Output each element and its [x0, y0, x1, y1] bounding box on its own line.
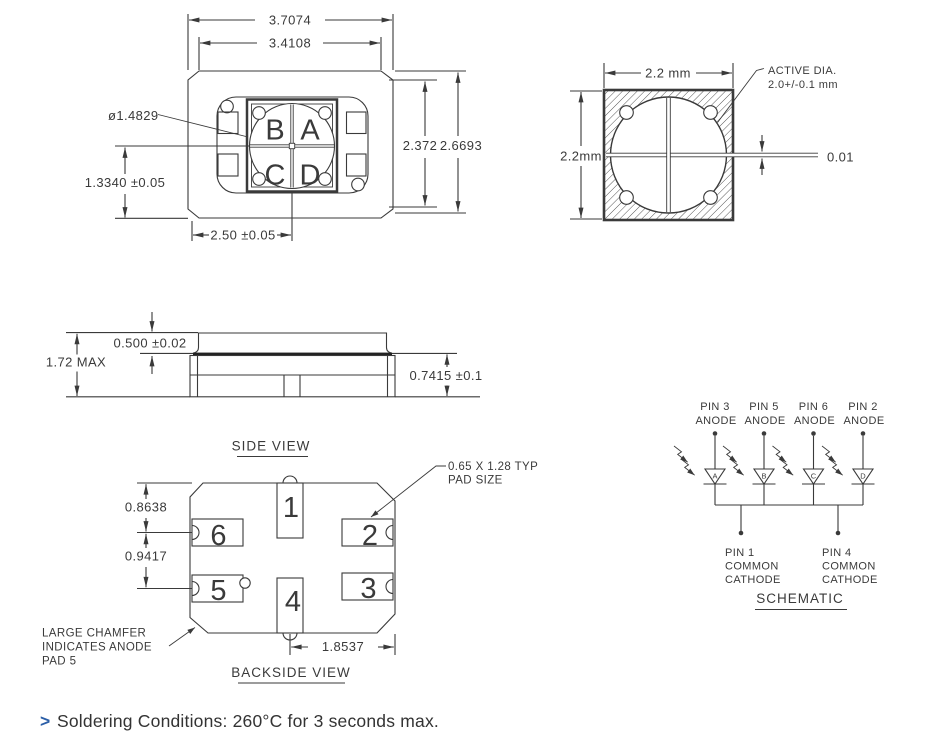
pad-5-anode-marker	[239, 577, 251, 589]
photodiode-d	[851, 468, 875, 485]
footer-bullet: >	[40, 711, 50, 731]
cathode-common-label: COMMON	[725, 561, 779, 573]
cross-center-mark	[288, 142, 296, 150]
backside-view-title: BACKSIDE VIEW	[231, 665, 351, 680]
quadrant-letter-d: D	[300, 160, 321, 192]
cathode-pin-label: PIN 4	[822, 547, 852, 559]
bond-pad-circle	[252, 106, 266, 120]
anode-pin-label: PIN 6	[799, 401, 829, 413]
anode-pin-label: PIN 3	[700, 401, 730, 413]
package-outline	[187, 70, 394, 219]
diode-letter: D	[860, 472, 866, 481]
top-view: 3.7074 3.4108 B A C D ø1.4829	[85, 13, 482, 243]
dim-top-pitch: 0.8638	[125, 500, 167, 515]
pad-4-number: 4	[285, 586, 301, 618]
photodiode-c	[802, 468, 825, 485]
quadrant-letter-b: B	[265, 115, 284, 147]
pad-6	[191, 518, 244, 547]
bond-pad-circle	[318, 172, 332, 186]
pad-2	[341, 518, 394, 547]
anode-label: ANODE	[794, 415, 835, 427]
backside-outline	[189, 482, 396, 634]
dim-center-width: 2.50 ±0.05	[210, 228, 275, 243]
pad-5	[191, 574, 244, 603]
dim-die-circle: ø1.4829	[108, 108, 159, 123]
active-area-view: 2.2 mm 2.2mm 0.01 ACTIVE DIA. 2.0+/-0.1 …	[560, 63, 854, 222]
cathode-pin-label: PIN 1	[725, 547, 755, 559]
backside-view: 1 6 2 5 3 4 0.8638 0.9417 1.8537 LARGE C…	[42, 461, 538, 684]
dim-center-height: 1.3340 ±0.05	[85, 175, 166, 190]
diode-letter: A	[712, 472, 717, 481]
diode-letter: C	[811, 472, 817, 481]
quadrant-letter-c: C	[265, 160, 286, 192]
dim-outer-width: 3.7074	[269, 13, 311, 28]
dim-outer-height: 2.6693	[440, 138, 482, 153]
pad-size-note-line1: 0.65 X 1.28 TYP	[448, 461, 538, 473]
anode-pin-label: PIN 2	[848, 401, 878, 413]
svg-text:> Soldering Conditions:: > Soldering Conditions: 260°C for 3 seco…	[40, 711, 439, 731]
cathode-label: CATHODE	[725, 574, 781, 586]
index-circle	[351, 177, 365, 192]
footer-note: > Soldering Conditions: 260°C for 3 seco…	[40, 711, 439, 731]
schematic: PIN 3 ANODE A PIN 5 ANODE B PIN 6 ANODE …	[674, 401, 884, 611]
quadrant-letter-a: A	[300, 115, 320, 147]
pad-3	[341, 572, 394, 601]
side-view: 0.500 ±0.02 1.72 MAX 0.7415 ±0.1 SIDE VI…	[46, 312, 483, 458]
index-circle	[220, 99, 234, 114]
anode-label: ANODE	[744, 415, 785, 427]
active-dia-callout-line2: 2.0+/-0.1 mm	[768, 79, 838, 91]
chamfer-note-line3: PAD 5	[42, 656, 76, 668]
pad-1-number: 1	[283, 492, 299, 524]
pad-size-note-line2: PAD SIZE	[448, 475, 503, 487]
dim-active-height: 2.2mm	[560, 149, 602, 164]
anode-pin-label: PIN 5	[749, 401, 779, 413]
dim-active-width: 2.2 mm	[645, 66, 691, 81]
dim-pad-span: 1.8537	[322, 639, 364, 654]
chamfer-note-line1: LARGE CHAMFER	[42, 628, 146, 640]
bond-pad-circle	[252, 172, 266, 186]
cathode-common-label: COMMON	[822, 561, 876, 573]
pad-1	[276, 482, 304, 539]
pad-3-number: 3	[360, 573, 376, 605]
pad-5-number: 5	[210, 575, 226, 607]
dim-gap: 0.01	[827, 150, 854, 165]
anode-label: ANODE	[843, 415, 884, 427]
pad-2-number: 2	[362, 520, 378, 552]
photodiode-a	[703, 468, 727, 485]
pad-6-number: 6	[210, 520, 226, 552]
body-profile	[189, 354, 396, 398]
photodiode-b	[752, 468, 776, 485]
dim-mid-pitch: 0.9417	[125, 549, 167, 564]
side-view-title: SIDE VIEW	[232, 439, 311, 454]
pad-4	[276, 577, 304, 634]
dim-inner-width: 3.4108	[269, 36, 311, 51]
anode-label: ANODE	[695, 415, 736, 427]
diode-letter: B	[761, 472, 766, 481]
lens-profile	[192, 332, 393, 354]
bond-pad-circle	[318, 106, 332, 120]
active-dia-callout-line1: ACTIVE DIA.	[768, 65, 837, 77]
dim-total-height: 1.72 MAX	[46, 355, 106, 370]
schematic-title: SCHEMATIC	[756, 591, 844, 606]
dim-inner-height: 2.372	[403, 138, 438, 153]
dim-lens-height: 0.500 ±0.02	[114, 336, 187, 351]
dim-body-height: 0.7415 ±0.1	[410, 368, 483, 383]
soldering-conditions-text: Soldering Conditions: 260°C for 3 second…	[57, 711, 439, 731]
chamfer-note-line2: INDICATES ANODE	[42, 642, 152, 654]
cathode-label: CATHODE	[822, 574, 878, 586]
